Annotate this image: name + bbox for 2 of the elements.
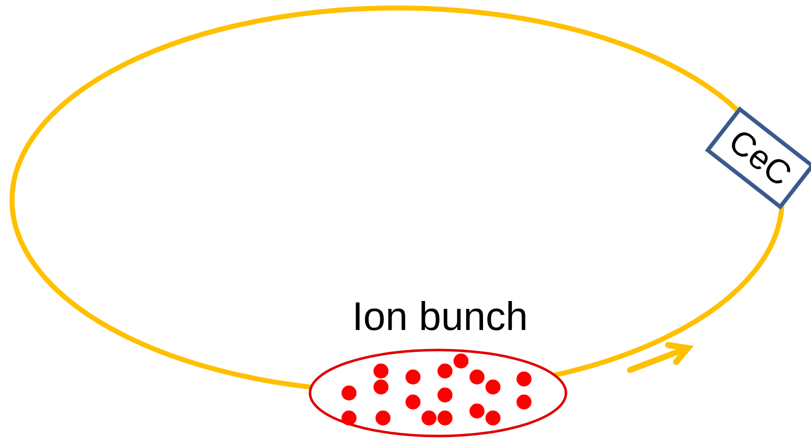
bunch-label: Ion bunch (351, 295, 529, 340)
device-box: CeC (704, 106, 811, 210)
